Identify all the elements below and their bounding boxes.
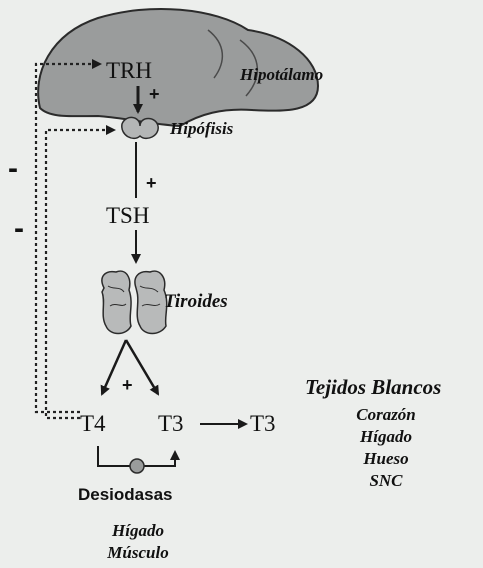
t3-target-label: T3 [250, 412, 276, 435]
target-tissue-item: Hueso [336, 448, 436, 470]
tsh-label: TSH [106, 204, 149, 227]
deiodinases-label: Desiodasas [78, 486, 173, 503]
thyroid-gland [102, 271, 167, 333]
t4-label: T4 [80, 412, 106, 435]
hypothalamus-label: Hipotálamo [240, 66, 323, 83]
target-tissue-item: SNC [336, 470, 436, 492]
pituitary-label: Hipófisis [170, 120, 233, 137]
minus-sign: - [14, 214, 24, 244]
thyroid-label: Tiroides [164, 292, 228, 311]
trh-label: TRH [106, 59, 152, 82]
target-tissue-item: Hígado [336, 426, 436, 448]
deiodinase-tissue-item: Músculo [90, 542, 186, 564]
t3-label: T3 [158, 412, 184, 435]
plus-sign: + [146, 174, 157, 192]
target-tissue-list: Corazón Hígado Hueso SNC [336, 404, 436, 492]
deiodinase-enzyme [130, 459, 144, 473]
minus-sign: - [8, 154, 18, 184]
plus-sign: + [122, 376, 133, 394]
deiodinase-tissue-item: Hígado [90, 520, 186, 542]
target-tissue-item: Corazón [336, 404, 436, 426]
deiodinase-tissue-list: Hígado Músculo [90, 520, 186, 564]
target-tissues-title: Tejidos Blancos [305, 377, 441, 398]
plus-sign: + [149, 85, 160, 103]
